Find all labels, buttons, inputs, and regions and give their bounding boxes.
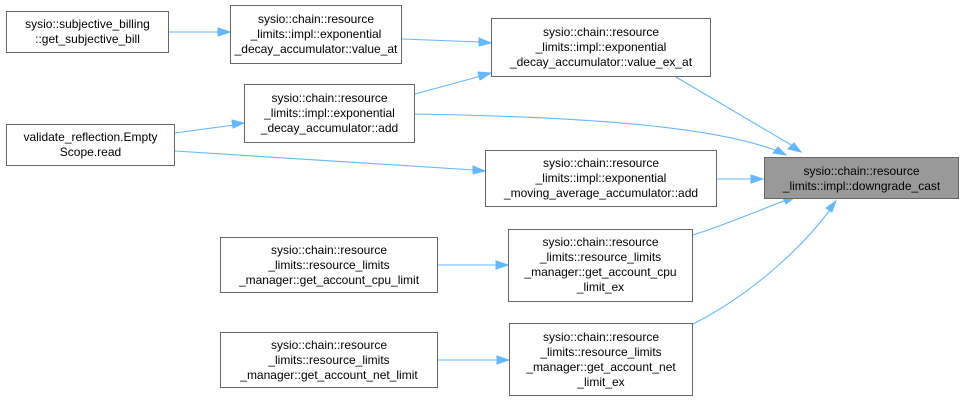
node-get-account-net-limit-ex-line-3: _manager::get_account_net [525, 360, 676, 374]
edge-add-to-vex [414, 71, 493, 95]
node-downgrade-cast-line-2: _limits::impl::downgrade_cast [782, 179, 941, 193]
node-value-ex-at-line-3: _decay_accumulator::value_ex_at [509, 55, 693, 69]
node-subjective-bill[interactable]: sysio::subjective_billing ::get_subjecti… [6, 11, 169, 53]
node-subjective-bill-line-2: ::get_subjective_bill [35, 32, 140, 46]
node-decay-add[interactable]: sysio::chain::resource _limits::impl::ex… [244, 84, 415, 143]
node-validate-reflection-line-2: Scope.read [60, 145, 121, 159]
node-moving-average-add-line-2: _limits::impl::exponential [535, 171, 667, 185]
node-get-account-net-limit-ex[interactable]: sysio::chain::resource _limits::resource… [509, 323, 693, 396]
node-validate-reflection-line-1: validate_reflection.Empty [23, 130, 157, 144]
node-get-account-cpu-limit-line-2: _limits::resource_limits [267, 258, 389, 272]
edge-va-to-vex [401, 37, 493, 47]
node-get-account-cpu-limit-ex-line-3: _manager::get_account_cpu [523, 265, 676, 279]
node-value-ex-at-line-2: _limits::impl::exponential [535, 40, 667, 54]
node-moving-average-add-line-1: sysio::chain::resource [543, 156, 659, 170]
node-decay-add-line-1: sysio::chain::resource [271, 91, 387, 105]
node-validate-reflection[interactable]: validate_reflection.Empty Scope.read [6, 124, 175, 166]
node-moving-average-add[interactable]: sysio::chain::resource _limits::impl::ex… [485, 150, 717, 207]
node-get-account-net-limit-line-1: sysio::chain::resource [271, 338, 387, 352]
edge-mavg-to-target [717, 174, 765, 184]
node-value-at-line-1: sysio::chain::resource [258, 12, 374, 26]
edge-vr-to-add [174, 119, 246, 134]
node-get-account-net-limit-ex-line-1: sysio::chain::resource [543, 330, 659, 344]
node-get-account-net-limit[interactable]: sysio::chain::resource _limits::resource… [220, 332, 438, 388]
node-value-ex-at[interactable]: sysio::chain::resource _limits::impl::ex… [491, 18, 711, 77]
node-downgrade-cast-line-1: sysio::chain::resource [803, 164, 919, 178]
node-value-at-line-3: _decay_accumulator::value_at [234, 42, 398, 56]
node-get-account-cpu-limit-ex-line-2: _limits::resource_limits [539, 250, 661, 264]
node-get-account-net-limit-line-3: _manager::get_account_net_limit [239, 368, 418, 382]
node-decay-add-line-3: _decay_accumulator::add [260, 121, 398, 135]
edge-gcpu-to-gcpuex [438, 260, 510, 270]
edge-sb-to-va [169, 27, 232, 37]
edge-gnetex-to-target [692, 199, 838, 325]
node-get-account-cpu-limit-line-3: _manager::get_account_cpu_limit [238, 273, 420, 287]
node-get-account-net-limit-line-2: _limits::resource_limits [267, 353, 389, 367]
node-value-at[interactable]: sysio::chain::resource _limits::impl::ex… [230, 5, 402, 64]
node-decay-add-line-2: _limits::impl::exponential [263, 106, 395, 120]
node-moving-average-add-line-3: _moving_average_accumulator::add [503, 186, 698, 200]
edge-add-to-target [414, 113, 788, 156]
edge-gnet-to-gnetex [438, 355, 511, 365]
node-get-account-cpu-limit[interactable]: sysio::chain::resource _limits::resource… [220, 237, 438, 293]
node-subjective-bill-line-1: sysio::subjective_billing [25, 17, 150, 31]
node-get-account-cpu-limit-line-1: sysio::chain::resource [271, 243, 387, 257]
node-value-at-line-2: _limits::impl::exponential [250, 27, 382, 41]
edge-vex-to-target [675, 76, 803, 153]
node-get-account-cpu-limit-ex-line-4: _limit_ex [576, 280, 624, 294]
node-get-account-cpu-limit-ex[interactable]: sysio::chain::resource _limits::resource… [508, 229, 693, 302]
node-get-account-net-limit-ex-line-2: _limits::resource_limits [539, 345, 661, 359]
node-get-account-cpu-limit-ex-line-1: sysio::chain::resource [542, 235, 658, 249]
node-value-ex-at-line-1: sysio::chain::resource [543, 25, 659, 39]
edge-vr-to-mavg [174, 150, 487, 175]
node-get-account-net-limit-ex-line-4: _limit_ex [576, 375, 624, 389]
node-downgrade-cast[interactable]: sysio::chain::resource _limits::impl::do… [764, 157, 959, 199]
